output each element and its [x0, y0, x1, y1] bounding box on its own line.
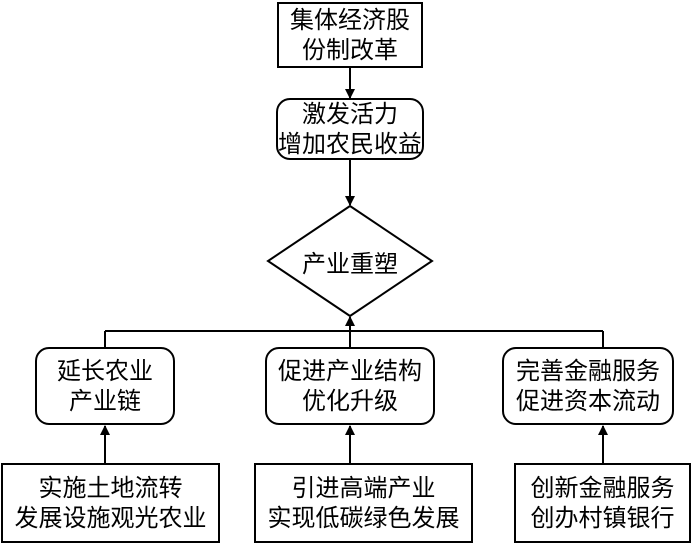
- structure-upgrade-box: 促进产业结构 优化升级: [265, 347, 435, 425]
- high-end-industry-box: 引进高端产业 实现低碳绿色发展: [254, 463, 473, 543]
- node-line: 优化升级: [302, 387, 398, 415]
- shareholding-reform-box: 集体经济股 份制改革: [277, 2, 423, 68]
- node-line: 完善金融服务: [516, 357, 660, 385]
- node-line: 增加农民收益: [278, 130, 422, 158]
- node-line: 份制改革: [302, 36, 398, 64]
- node-line: 创办村镇银行: [530, 504, 675, 532]
- node-line: 发展设施观光农业: [14, 504, 207, 532]
- node-line: 促进资本流动: [516, 387, 660, 415]
- node-line: 产业链: [69, 387, 141, 415]
- finance-service-box: 完善金融服务 促进资本流动: [502, 347, 674, 425]
- node-line: 引进高端产业: [291, 474, 436, 502]
- node-line: 延长农业: [57, 357, 153, 385]
- node-line: 创新金融服务: [530, 474, 675, 502]
- node-line: 实现低碳绿色发展: [267, 504, 460, 532]
- extend-chain-box: 延长农业 产业链: [35, 347, 175, 425]
- node-line: 集体经济股: [290, 6, 410, 34]
- vitality-box: 激发活力 增加农民收益: [276, 98, 424, 160]
- industry-reshaping-label: 产业重塑: [302, 249, 398, 278]
- node-line: 促进产业结构: [278, 357, 422, 385]
- village-bank-box: 创新金融服务 创办村镇银行: [514, 463, 691, 543]
- node-line: 实施土地流转: [38, 474, 183, 502]
- node-line: 激发活力: [302, 100, 398, 128]
- land-transfer-box: 实施土地流转 发展设施观光农业: [1, 463, 220, 543]
